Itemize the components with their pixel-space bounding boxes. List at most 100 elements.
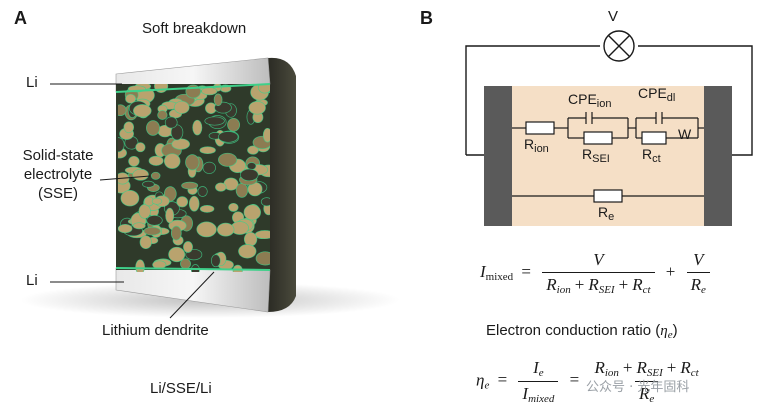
electrolyte-grain	[247, 145, 259, 155]
electrolyte-grain	[262, 127, 270, 143]
electrolyte-grain	[168, 246, 186, 263]
electrolyte-grain	[118, 104, 127, 117]
r-sei-label: RSEI	[582, 146, 610, 165]
r-sei-resistor	[583, 131, 613, 145]
electrolyte-grain	[185, 154, 200, 171]
electrode-plate-right	[704, 86, 732, 226]
electrolyte-grain	[148, 155, 164, 166]
electrolyte-grain	[125, 93, 137, 104]
sse-label-line2: electrolyte	[23, 166, 93, 183]
electrolyte-grain	[139, 235, 152, 250]
electrolyte-grain	[128, 155, 140, 167]
electrolyte-grain	[146, 120, 160, 136]
voltmeter-label: V	[608, 8, 619, 25]
electrolyte-grain	[216, 222, 235, 237]
electrolyte-grain	[170, 225, 182, 241]
dendrite-edge-bottom	[115, 267, 271, 271]
sse-label-line1: Solid-state	[22, 147, 94, 164]
electrolyte-grain	[123, 121, 135, 134]
sse-label: Solid-state electrolyte (SSE)	[4, 146, 112, 203]
electrode-plate-left	[484, 86, 512, 226]
cpe-ion-label: CPEion	[568, 91, 612, 110]
electrolyte-grain	[257, 84, 270, 94]
electrolyte-grain	[138, 204, 151, 219]
equation-i-mixed: Imixed = V Rion+RSEI+Rct + V Re	[480, 250, 713, 296]
electrolyte-grain	[157, 110, 168, 120]
pointer-sse	[99, 175, 151, 181]
electrolyte-grain	[210, 254, 221, 268]
electrolyte-grain	[213, 93, 223, 107]
electrolyte-grain	[202, 161, 216, 174]
electrolyte-grain	[204, 116, 225, 126]
electrolyte-grain	[135, 259, 145, 272]
electrolyte-grain	[199, 146, 216, 155]
electrolyte-grain	[240, 168, 259, 182]
r-e-label: Re	[598, 204, 615, 223]
electrolyte-grain	[152, 260, 167, 269]
electrolyte-grain	[243, 204, 261, 221]
electrolyte-grain	[163, 153, 181, 169]
electrolyte-grain	[120, 190, 140, 207]
panel-b-letter: B	[420, 8, 433, 28]
outer-wire	[465, 45, 753, 156]
equivalent-circuit	[465, 30, 753, 226]
cpe-dl-label: CPEdl	[638, 85, 676, 104]
electrolyte-grain	[118, 224, 133, 234]
r-ct-label: Rct	[642, 146, 661, 165]
sse-grains	[118, 84, 270, 272]
electrolyte-grain	[132, 222, 146, 230]
electrolyte-grain	[260, 197, 270, 207]
electrolyte-grain	[132, 168, 149, 181]
cell-side-face	[268, 57, 296, 313]
lithium-dendrite-label: Lithium dendrite	[102, 322, 209, 339]
pointer-dendrite	[169, 271, 215, 319]
electrolyte-grain	[192, 119, 203, 136]
cell-illustration	[20, 57, 400, 319]
electrolyte-grain	[199, 205, 215, 213]
electrolyte-grain	[248, 101, 266, 115]
electrolyte-grain	[150, 171, 161, 180]
soft-breakdown-title: Soft breakdown	[142, 20, 247, 37]
li-bottom-label: Li	[26, 272, 38, 289]
electrolyte-grain	[243, 231, 258, 247]
electrolyte-grain	[197, 186, 208, 197]
electrolyte-grain	[133, 104, 152, 118]
electrolyte-grain	[196, 221, 217, 238]
electrolyte-grain	[238, 244, 257, 259]
voltmeter-icon	[603, 30, 635, 62]
electrolyte-grain	[201, 87, 218, 96]
electrolyte-grain	[173, 100, 190, 114]
electrolyte-grain	[176, 196, 189, 208]
r-ion-label: Rion	[524, 136, 549, 155]
electrolyte-grain	[246, 162, 257, 170]
electrolyte-grain	[118, 137, 125, 153]
electrolyte-grain	[143, 226, 161, 236]
electrolyte-grain	[135, 142, 146, 153]
sse-label-line3: (SSE)	[37, 185, 78, 202]
electrolyte-grain	[183, 241, 193, 253]
electron-conduction-ratio-title: Electron conduction ratio (ηe)	[486, 322, 678, 341]
electrolyte-grain	[188, 195, 200, 212]
r-ct-resistor	[641, 131, 667, 145]
electrolyte-grain	[142, 180, 155, 188]
r-e-resistor	[593, 189, 623, 203]
watermark: 公众号 · 光年固科	[586, 380, 690, 395]
electrolyte-grain	[181, 181, 199, 190]
electrolyte-grain	[151, 197, 163, 205]
electronic-branch	[512, 189, 704, 203]
ionic-branch	[512, 112, 704, 145]
electrolyte-grain	[215, 182, 227, 192]
warburg-label: W	[678, 126, 692, 142]
electrolyte-grain	[227, 117, 241, 132]
electrolyte-grain	[218, 152, 238, 167]
electrolyte-grain	[171, 138, 190, 150]
cell-caption: Li/SSE/Li	[150, 380, 212, 397]
electrolyte-box	[484, 86, 732, 226]
panel-a-letter: A	[14, 8, 27, 28]
r-ion-resistor	[525, 121, 555, 135]
dendrite-edge-top	[115, 83, 271, 93]
equation-eta-e: ηe = Ie Imixed = Rion+RSEI+Rct Re	[476, 358, 699, 405]
electrolyte-grain	[164, 116, 178, 129]
electrolyte-grain	[228, 202, 239, 212]
electrolyte-grain	[217, 131, 239, 143]
